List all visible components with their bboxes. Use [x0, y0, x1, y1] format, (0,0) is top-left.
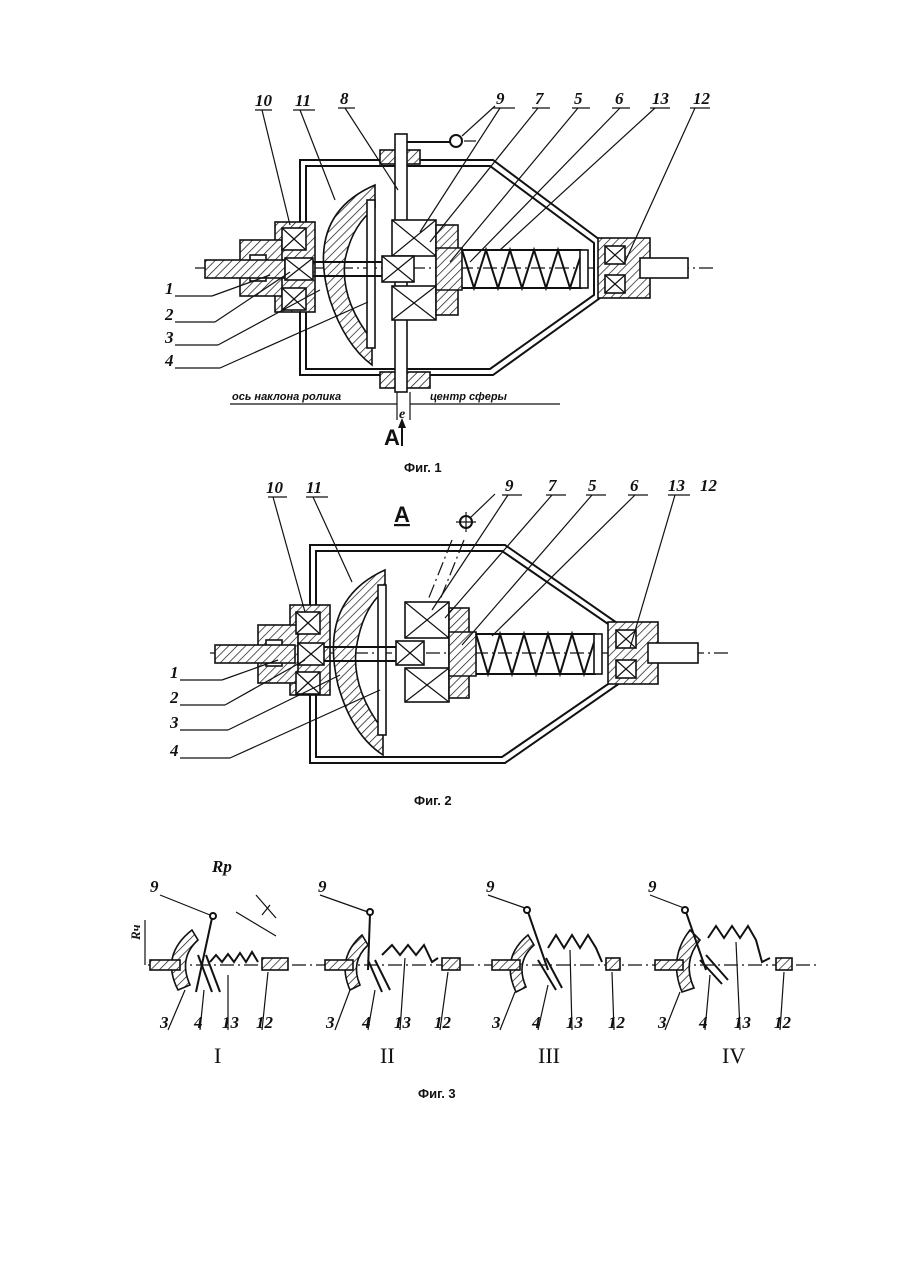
- fig1-label-11: 11: [295, 91, 311, 110]
- fig2-label-13: 13: [668, 476, 686, 495]
- fig3-dim-p: Rр: [211, 857, 232, 876]
- fig3-stage1-label-3: 3: [159, 1013, 169, 1032]
- fig3-stage1-label-9: 9: [150, 877, 159, 896]
- fig1-roller: [436, 248, 462, 290]
- fig3-stage3-label-4: 4: [531, 1013, 541, 1032]
- fig3-stage4-label-3: 3: [657, 1013, 667, 1032]
- fig1-label-8: 8: [340, 89, 349, 108]
- fig3-stage1-numeral: I: [214, 1043, 221, 1068]
- fig2-label-12: 12: [700, 476, 718, 495]
- fig1-label-5: 5: [574, 89, 583, 108]
- fig1-output-shaft: [640, 258, 688, 278]
- fig2-label-1: 1: [170, 663, 179, 682]
- fig2-input-shaft: [215, 645, 295, 663]
- fig1-label-3: 3: [164, 328, 174, 347]
- fig3-stage-3: [492, 907, 620, 992]
- fig2-label-7: 7: [548, 476, 558, 495]
- fig1-label-1: 1: [165, 279, 174, 298]
- fig1-offset-symbol: e: [399, 407, 405, 422]
- fig1-axis-note-left: ось наклона ролика: [232, 391, 341, 403]
- fig3-stage4-numeral: IV: [722, 1043, 745, 1068]
- fig2-roller: [449, 632, 476, 676]
- fig2-tilted-shaft: [428, 540, 452, 600]
- fig2-label-2: 2: [169, 688, 179, 707]
- fig3-stage4-label-12: 12: [774, 1013, 792, 1032]
- fig2-label-11: 11: [306, 478, 322, 497]
- fig2-caption: Фиг. 2: [414, 793, 452, 808]
- fig1-label-12: 12: [693, 89, 711, 108]
- fig3-stage4-label-13: 13: [734, 1013, 752, 1032]
- figure-2: [180, 494, 730, 763]
- fig1-lever-knob: [450, 135, 462, 147]
- fig3-stage-4: [655, 907, 792, 992]
- fig3-stage1-label-4: 4: [193, 1013, 203, 1032]
- fig3-stage2-numeral: II: [380, 1043, 395, 1068]
- fig2-label-3: 3: [169, 713, 179, 732]
- fig3-stage3-label-3: 3: [491, 1013, 501, 1032]
- fig1-axis-note-right: центр сферы: [430, 391, 508, 403]
- fig2-view-letter: A: [394, 502, 410, 527]
- fig2-label-5: 5: [588, 476, 597, 495]
- fig2-output-shaft: [648, 643, 698, 663]
- fig3-stage3-label-9: 9: [486, 877, 495, 896]
- fig2-label-9: 9: [505, 476, 514, 495]
- fig3-stage4-label-4: 4: [698, 1013, 708, 1032]
- fig3-stage1-label-13: 13: [222, 1013, 240, 1032]
- figure-3: [145, 895, 820, 1030]
- fig3-stage-2: [325, 909, 460, 992]
- fig2-label-6: 6: [630, 476, 639, 495]
- fig1-caption: Фиг. 1: [404, 460, 442, 475]
- fig2-label-10: 10: [266, 478, 284, 497]
- fig1-label-2: 2: [164, 305, 174, 324]
- fig1-label-7: 7: [535, 89, 545, 108]
- fig3-stage3-label-13: 13: [566, 1013, 584, 1032]
- fig3-stage3-label-12: 12: [608, 1013, 626, 1032]
- fig2-label-4: 4: [169, 741, 179, 760]
- fig1-label-4: 4: [164, 351, 174, 370]
- fig1-label-6: 6: [615, 89, 624, 108]
- fig1-input-shaft: [205, 260, 285, 278]
- fig3-stage4-label-9: 9: [648, 877, 657, 896]
- fig1-label-9: 9: [496, 89, 505, 108]
- fig3-caption: Фиг. 3: [418, 1086, 456, 1101]
- fig3-stage2-label-4: 4: [361, 1013, 371, 1032]
- fig3-stage1-label-12: 12: [256, 1013, 274, 1032]
- fig3-stage-1: [145, 895, 288, 992]
- fig3-stage3-numeral: III: [538, 1043, 560, 1068]
- fig1-label-10: 10: [255, 91, 273, 110]
- fig3-stage2-label-13: 13: [394, 1013, 412, 1032]
- fig3-dim-s: Rч: [128, 924, 143, 941]
- fig3-stage2-label-12: 12: [434, 1013, 452, 1032]
- fig1-spring: [462, 250, 582, 288]
- fig1-section-letter: A: [384, 425, 400, 450]
- fig2-spring: [476, 634, 596, 674]
- fig3-stage2-label-9: 9: [318, 877, 327, 896]
- fig1-label-13: 13: [652, 89, 670, 108]
- fig3-stage2-label-3: 3: [325, 1013, 335, 1032]
